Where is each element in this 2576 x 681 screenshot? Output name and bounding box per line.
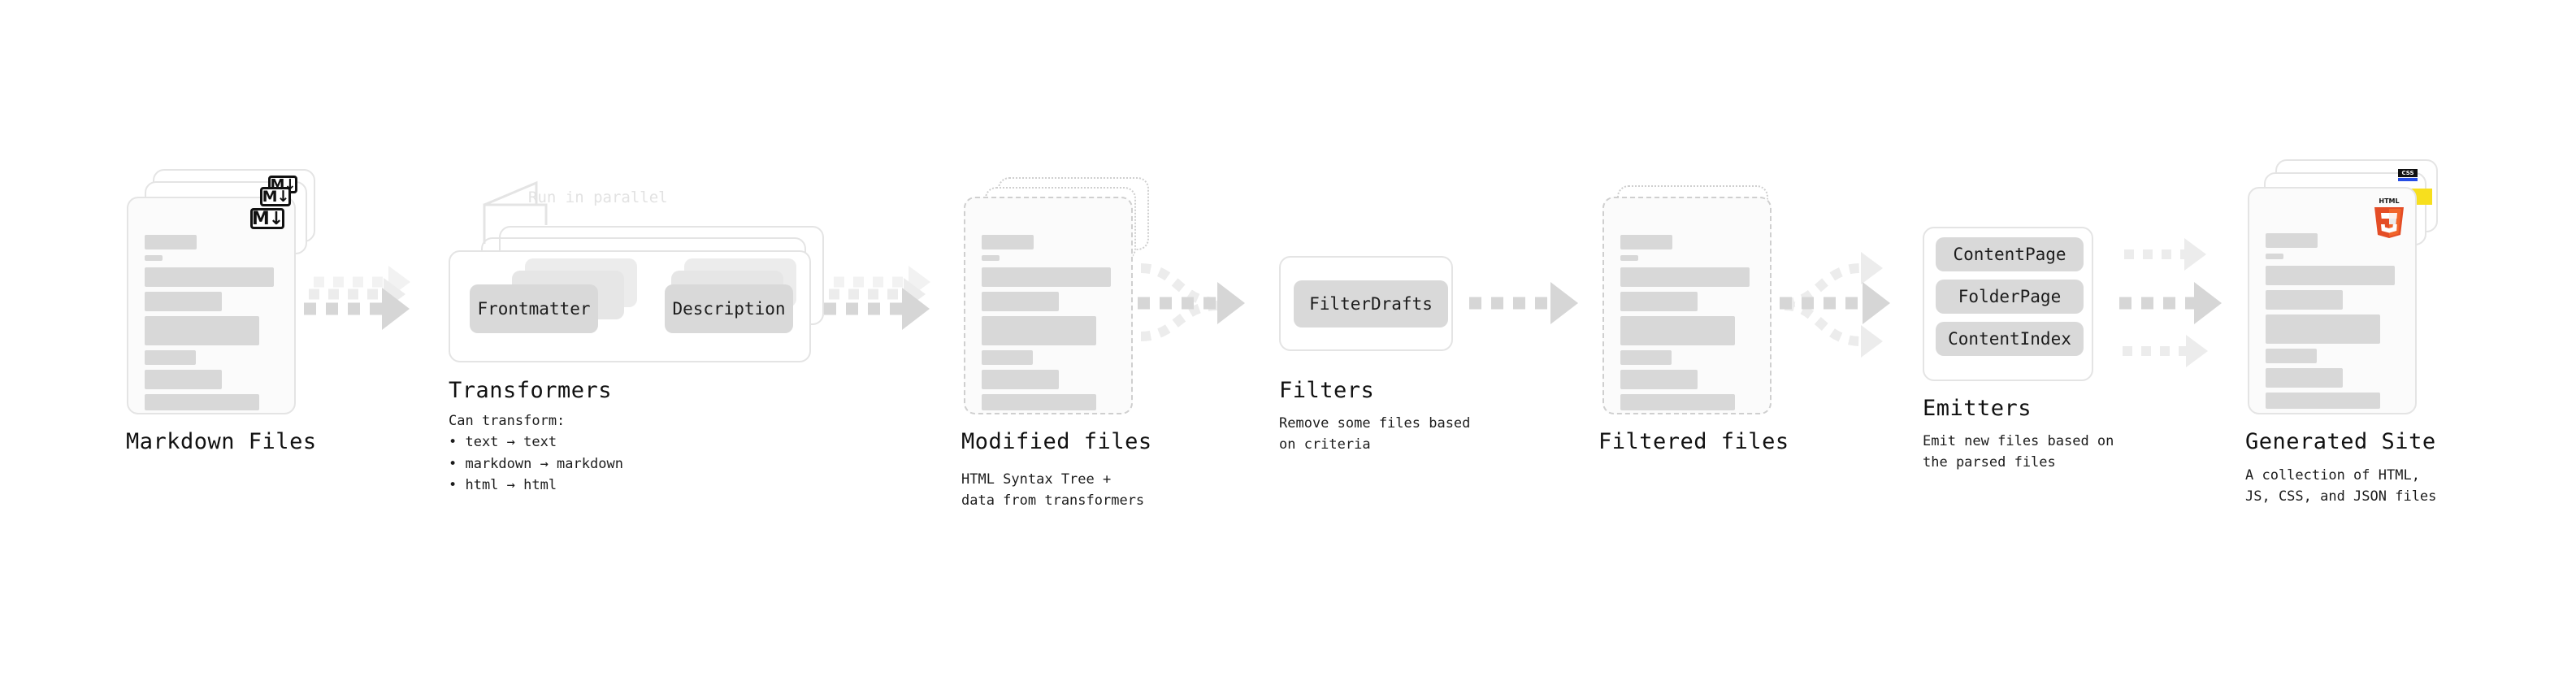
modified-card-front [964, 197, 1133, 414]
generated-site-title: Generated Site [2245, 429, 2436, 454]
markdown-icon-back-1: M↓ [260, 187, 291, 206]
emitters-chip-contentpage[interactable]: ContentPage [1936, 237, 2084, 271]
doc-bar [145, 370, 222, 389]
doc-bar [2266, 254, 2283, 259]
markdown-badge-label: M↓ [251, 208, 284, 229]
emitters-chip-folderpage[interactable]: FolderPage [1936, 280, 2084, 314]
doc-bar [145, 394, 259, 410]
doc-bar [2266, 368, 2343, 388]
doc-bar [982, 316, 1096, 345]
doc-bar [1620, 235, 1672, 249]
doc-bar [982, 370, 1059, 389]
markdown-badge-label-back-1: M↓ [262, 188, 290, 206]
arrow-modified-to-filters [1138, 263, 1245, 341]
doc-bar [145, 292, 222, 311]
transformers-subtitle: Can transform: • text → text • markdown … [449, 413, 623, 494]
transformer-chip-frontmatter[interactable]: Frontmatter [470, 284, 598, 333]
doc-bar [2266, 266, 2395, 285]
doc-bar [1620, 292, 1698, 311]
site-card-front: HTML [2248, 187, 2417, 414]
run-in-parallel-label: Run in parallel [528, 189, 668, 206]
doc-bar [982, 255, 1000, 261]
filtered-files-title: Filtered files [1598, 429, 1789, 454]
doc-bar [982, 267, 1111, 287]
doc-bar [145, 235, 197, 249]
doc-bar [1620, 370, 1698, 389]
run-in-parallel-bracket [483, 180, 548, 244]
arrow-markdown-to-transformers [304, 266, 410, 330]
modified-files-title: Modified files [961, 429, 1152, 454]
doc-bar [982, 350, 1033, 365]
doc-bar [1620, 255, 1638, 261]
doc-bar [2266, 349, 2317, 363]
doc-bar [1620, 267, 1750, 287]
doc-bar [982, 235, 1034, 249]
doc-bar [145, 267, 274, 287]
emitters-subtitle: Emit new files based on the parsed files [1923, 433, 2114, 471]
svg-text:HTML: HTML [2379, 197, 2399, 205]
css3-icon: CSS [2398, 169, 2418, 182]
html5-icon: HTML [2374, 197, 2404, 238]
transformer-chip-description[interactable]: Description [665, 284, 793, 333]
arrow-emitters-to-site [2119, 238, 2222, 367]
filters-chip-filterdrafts[interactable]: FilterDrafts [1294, 280, 1448, 327]
doc-bar [2266, 290, 2343, 310]
doc-bar [2266, 314, 2380, 344]
filters-subtitle: Remove some files based on criteria [1279, 415, 1471, 453]
doc-bar [2266, 393, 2380, 409]
transformers-title: Transformers [449, 378, 613, 403]
doc-bar [982, 394, 1096, 410]
modified-files-subtitle: HTML Syntax Tree + data from transformer… [961, 471, 1145, 510]
doc-bar [145, 255, 163, 261]
markdown-files-title: Markdown Files [126, 429, 317, 454]
doc-bar [982, 292, 1059, 311]
filters-title: Filters [1279, 378, 1375, 403]
doc-bar [145, 350, 196, 365]
markdown-card-front: M↓ [127, 197, 296, 414]
doc-bar [2266, 233, 2318, 248]
filtered-card-front [1602, 197, 1772, 414]
doc-bar [145, 316, 259, 345]
emitters-title: Emitters [1923, 396, 2032, 421]
emitters-chip-contentindex[interactable]: ContentIndex [1936, 322, 2084, 356]
doc-bar [1620, 350, 1672, 365]
doc-bar [1620, 316, 1735, 345]
arrow-transformers-to-modified [824, 266, 930, 330]
markdown-icon: M↓ [250, 208, 284, 229]
generated-site-subtitle: A collection of HTML, JS, CSS, and JSON … [2245, 467, 2437, 505]
doc-bar [1620, 394, 1735, 410]
arrow-filters-to-filtered [1469, 282, 1578, 324]
arrow-filtered-to-emitters [1780, 252, 1890, 358]
